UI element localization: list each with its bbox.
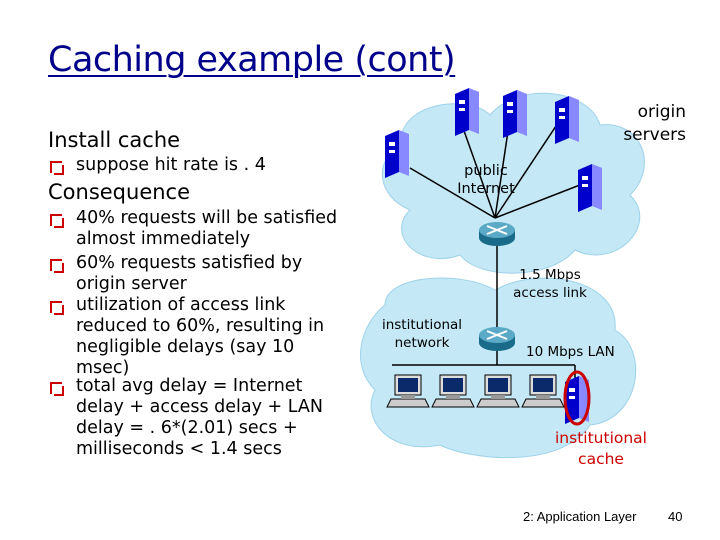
- institutional-cache-label: institutional cache: [555, 429, 647, 468]
- slide-title: Caching example (cont): [48, 40, 456, 80]
- bullet-marker-icon: [50, 214, 64, 228]
- consequence-bullet: utilization of access link reduced to 60…: [50, 295, 351, 379]
- bullet-marker-icon: [50, 259, 64, 273]
- bullet-text: 60% requests satisfied by origin server: [76, 253, 303, 294]
- public-internet-label: public Internet: [457, 163, 515, 197]
- bullet-text: 40% requests will be satisfied almost im…: [76, 208, 338, 249]
- footer-chapter: 2: Application Layer: [523, 509, 637, 524]
- consequence-bullet: 60% requests satisfied by origin server: [50, 253, 341, 295]
- network-links: [392, 117, 586, 380]
- origin-servers-label: origin servers: [623, 102, 686, 145]
- server-icon: [503, 90, 527, 138]
- bullet-marker-icon: [50, 382, 64, 396]
- institutional-network-label: institutional network: [381, 317, 463, 351]
- bullet-text: utilization of access link reduced to 60…: [76, 295, 325, 378]
- server-icon: [555, 96, 579, 144]
- install-cache-heading: Install cache: [48, 128, 181, 152]
- bullet-text: total avg delay = Internet delay + acces…: [76, 376, 323, 459]
- server-icon: [385, 130, 409, 178]
- institutional-router-icon: [478, 326, 516, 352]
- lan-label: 10 Mbps LAN: [526, 344, 615, 360]
- consequence-heading: Consequence: [48, 180, 191, 204]
- access-router-icon: [478, 221, 516, 247]
- bullet-marker-icon: [50, 301, 64, 315]
- server-icon: [455, 88, 479, 136]
- bullet-marker-icon: [50, 161, 64, 175]
- bullet-text: suppose hit rate is . 4: [76, 155, 266, 175]
- footer-page-number: 40: [668, 509, 683, 524]
- consequence-bullet: 40% requests will be satisfied almost im…: [50, 208, 351, 250]
- install-bullet: suppose hit rate is . 4: [50, 155, 356, 176]
- cache-highlight-ring: [563, 370, 591, 426]
- consequence-bullet: total avg delay = Internet delay + acces…: [50, 376, 346, 460]
- access-link-label: 1.5 Mbps access link: [513, 267, 587, 301]
- server-icon: [578, 164, 602, 212]
